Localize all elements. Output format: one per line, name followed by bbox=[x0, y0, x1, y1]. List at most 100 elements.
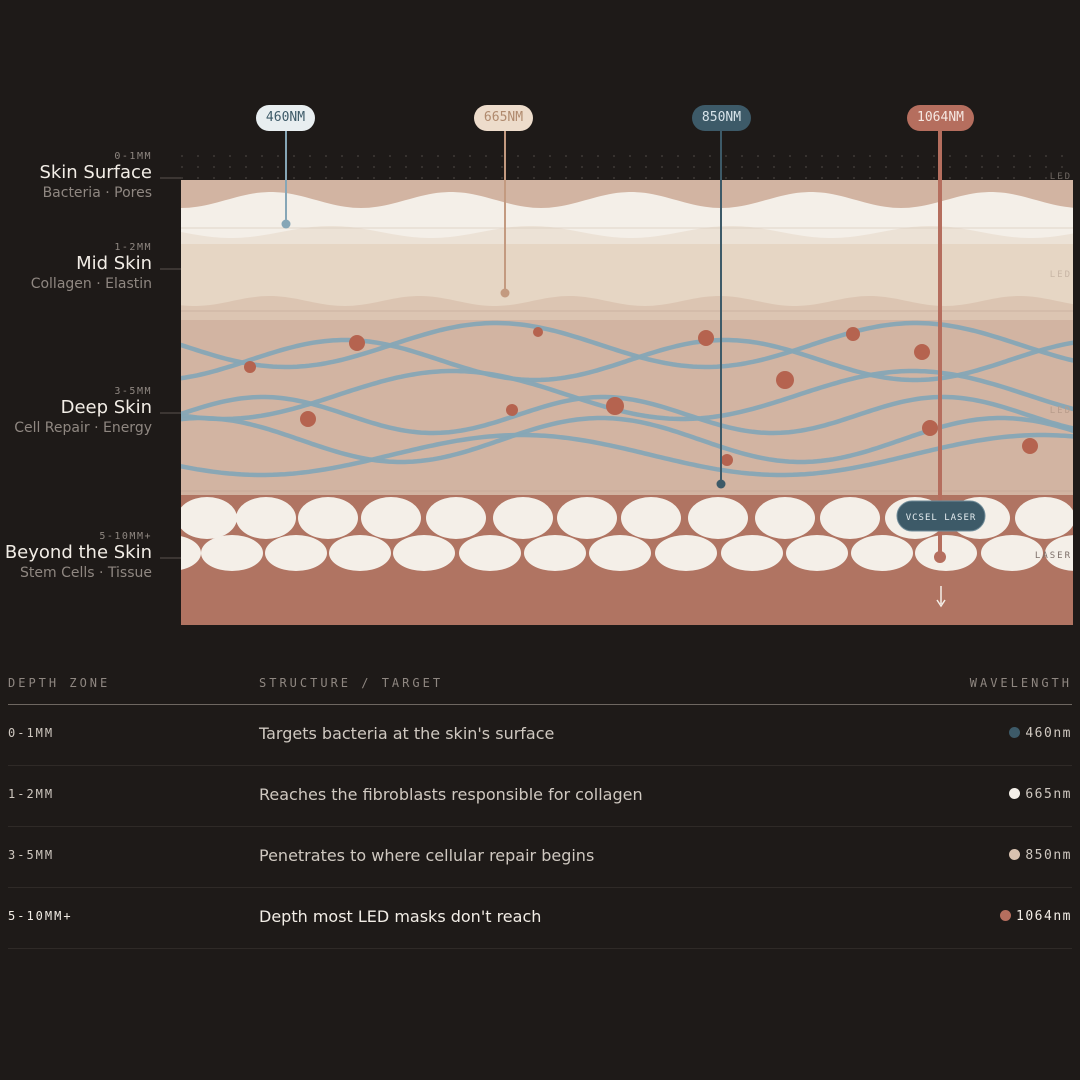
grid-dot bbox=[613, 166, 615, 168]
grid-dot bbox=[437, 166, 439, 168]
grid-dot bbox=[805, 155, 807, 157]
collagen-fiber bbox=[181, 394, 1073, 436]
skin-surface-shade bbox=[181, 226, 1073, 244]
depth-table: DEPTH ZONE STRUCTURE / TARGET WAVELENGTH… bbox=[8, 668, 1072, 949]
grid-dot bbox=[389, 177, 391, 179]
grid-dot bbox=[933, 177, 935, 179]
grid-dot bbox=[997, 155, 999, 157]
stem-cell bbox=[621, 497, 681, 539]
grid-dot bbox=[517, 166, 519, 168]
grid-dot bbox=[229, 166, 231, 168]
cell-dot bbox=[606, 397, 624, 415]
grid-dot bbox=[1045, 155, 1047, 157]
grid-dot bbox=[469, 166, 471, 168]
table-row: 5-10MM+ Depth most LED masks don't reach… bbox=[8, 888, 1072, 949]
grid-dot bbox=[757, 166, 759, 168]
grid-dot bbox=[1061, 166, 1063, 168]
grid-dot bbox=[229, 155, 231, 157]
grid-dot bbox=[421, 155, 423, 157]
grid-dot bbox=[533, 177, 535, 179]
grid-dot bbox=[325, 166, 327, 168]
beam-endpoint bbox=[934, 551, 946, 563]
grid-dot bbox=[469, 177, 471, 179]
stem-cell bbox=[459, 535, 521, 571]
grid-dot bbox=[1061, 155, 1063, 157]
row-wavelength-cell: 665nm bbox=[1009, 787, 1072, 802]
grid-dot bbox=[821, 177, 823, 179]
grid-dot bbox=[725, 155, 727, 157]
grid-dot bbox=[533, 155, 535, 157]
grid-dot bbox=[485, 166, 487, 168]
wavelength-pill-460: 460NM bbox=[256, 105, 315, 131]
grid-dot bbox=[293, 155, 295, 157]
down-arrow-icon bbox=[936, 599, 946, 608]
grid-dot bbox=[901, 166, 903, 168]
row-wavelength-cell: 850nm bbox=[1009, 848, 1072, 863]
grid-dot bbox=[629, 177, 631, 179]
grid-dot bbox=[917, 155, 919, 157]
zone-depth: 0-1MM bbox=[114, 151, 152, 162]
grid-dot bbox=[693, 166, 695, 168]
grid-dot bbox=[613, 155, 615, 157]
grid-dot bbox=[709, 166, 711, 168]
grid-dot bbox=[565, 177, 567, 179]
stem-cell bbox=[688, 497, 748, 539]
cell-dot bbox=[244, 361, 256, 373]
grid-dot bbox=[405, 155, 407, 157]
cell-dot bbox=[698, 330, 714, 346]
grid-dot bbox=[581, 155, 583, 157]
collagen-fiber bbox=[181, 432, 1073, 478]
zone-title: Deep Skin bbox=[60, 397, 152, 418]
grid-dot bbox=[197, 155, 199, 157]
cell-dot bbox=[846, 327, 860, 341]
stem-cell bbox=[181, 497, 237, 539]
row-target: Penetrates to where cellular repair begi… bbox=[259, 846, 595, 865]
grid-dot bbox=[661, 177, 663, 179]
grid-dot bbox=[181, 155, 183, 157]
grid-dot bbox=[1045, 166, 1047, 168]
row-wavelength: 850nm bbox=[1025, 848, 1072, 863]
row-wavelength: 1064nm bbox=[1016, 909, 1072, 924]
zone-depth: 3-5MM bbox=[114, 386, 152, 397]
stem-cell bbox=[329, 535, 391, 571]
zone-title: Skin Surface bbox=[39, 162, 152, 183]
zone-depth: 5-10MM+ bbox=[99, 531, 152, 542]
wavelength-dot-icon bbox=[1009, 788, 1021, 799]
cell-dot bbox=[349, 335, 365, 351]
grid-dot bbox=[245, 166, 247, 168]
beam-endpoint bbox=[281, 219, 291, 229]
grid-dot bbox=[517, 177, 519, 179]
grid-dot bbox=[789, 155, 791, 157]
grid-dot bbox=[677, 177, 679, 179]
layer-tag-laser: LASER bbox=[1034, 551, 1072, 561]
grid-dot bbox=[693, 155, 695, 157]
grid-dot bbox=[565, 155, 567, 157]
collagen-fibers bbox=[181, 320, 1073, 478]
wavelength-beams bbox=[281, 130, 946, 563]
stem-cell bbox=[298, 497, 358, 539]
grid-dot bbox=[277, 155, 279, 157]
mid-skin-layer bbox=[181, 226, 1073, 320]
grid-dot bbox=[277, 166, 279, 168]
grid-dot bbox=[709, 155, 711, 157]
grid-dot bbox=[181, 166, 183, 168]
stem-cell bbox=[181, 536, 201, 570]
grid-dot bbox=[757, 177, 759, 179]
grid-dot bbox=[933, 155, 935, 157]
wavelength-dot-icon bbox=[1009, 849, 1021, 860]
grid-dot bbox=[677, 166, 679, 168]
grid-dot bbox=[245, 155, 247, 157]
stem-cell bbox=[201, 535, 263, 571]
surface-dot-grid bbox=[181, 155, 1063, 179]
grid-dot bbox=[997, 166, 999, 168]
grid-dot bbox=[661, 155, 663, 157]
wavelength-dot-icon bbox=[1009, 727, 1021, 738]
grid-dot bbox=[837, 177, 839, 179]
grid-dot bbox=[373, 177, 375, 179]
grid-dot bbox=[837, 155, 839, 157]
row-wavelength-cell: 1064nm bbox=[1000, 909, 1072, 924]
grid-dot bbox=[341, 166, 343, 168]
grid-dot bbox=[501, 155, 503, 157]
row-wavelength: 460nm bbox=[1025, 726, 1072, 741]
layer-tag-led: LED bbox=[1049, 172, 1072, 182]
